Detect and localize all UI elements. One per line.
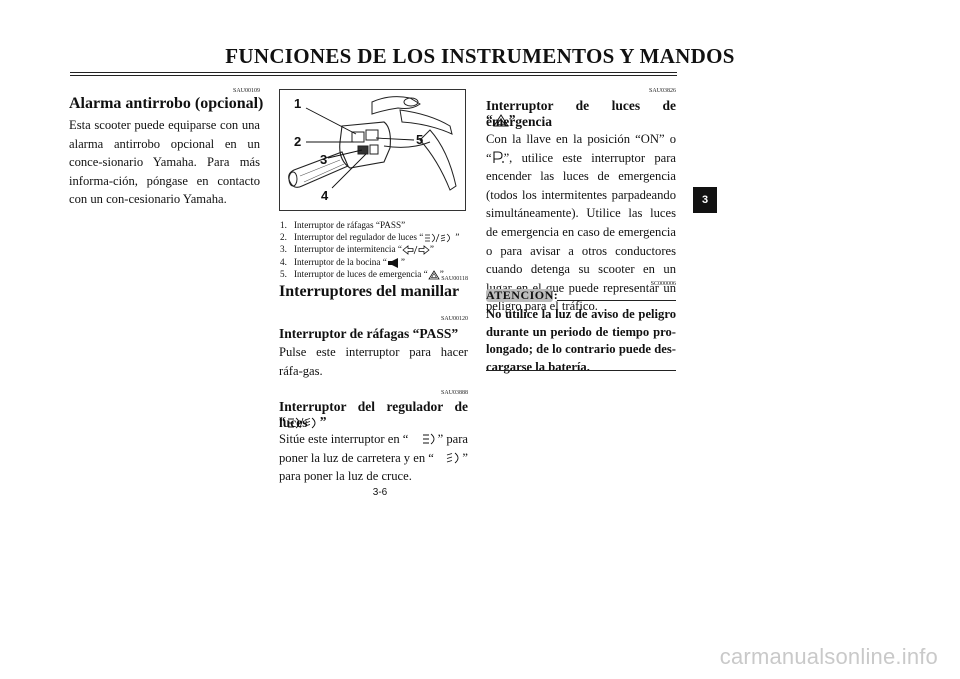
section-heading-handlebar: Interruptores del manillar — [279, 283, 460, 300]
figure-captions: 1.Interruptor de ráfagas “PASS” 2.Interr… — [280, 219, 470, 280]
chapter-tab[interactable]: 3 — [693, 187, 717, 213]
subheading-pass: Interruptor de ráfagas “PASS” — [279, 326, 459, 341]
caption-4: 4.Interruptor de la bocina “” — [280, 256, 405, 268]
alarm-body-text: Esta scooter puede equiparse con una ala… — [69, 118, 260, 207]
figure-label-2: 2 — [294, 134, 302, 149]
atencion-badge: ATENCION: — [486, 288, 559, 302]
horn-icon — [387, 257, 398, 268]
header-rule-top — [70, 72, 677, 73]
page-title: FUNCIONES DE LOS INSTRUMENTOS Y MANDOS — [225, 44, 735, 68]
section-code: SAU00118 — [441, 276, 468, 282]
caption-1: 1.Interruptor de ráfagas “PASS” — [280, 220, 406, 230]
dimmer-body-text: Sitúe este interruptor en “” para poner … — [279, 432, 468, 484]
figure-label-1: 1 — [294, 96, 302, 111]
hazard-triangle-icon — [492, 114, 509, 127]
low-beam-icon — [447, 452, 459, 464]
page-number: 3-6 — [372, 487, 388, 498]
section-code: SAU03826 — [648, 88, 676, 94]
section-heading-alarm: Alarma antirrobo (opcional) — [69, 95, 264, 112]
section-code: SAU00120 — [440, 316, 468, 322]
headlight-high-low-icon — [287, 417, 316, 429]
parking-icon — [493, 151, 504, 164]
pass-body-text: Pulse este interruptor para hacer ráfa-g… — [279, 345, 468, 378]
figure-label-5: 5 — [416, 132, 424, 147]
subheading-dimmer-icons: “” — [279, 414, 327, 429]
handlebar-illustration — [288, 96, 457, 191]
figure-label-3: 3 — [320, 152, 328, 167]
warning-bottom-rule — [486, 370, 676, 371]
caption-5: 5.Interruptor de luces de emergencia “” — [280, 268, 444, 280]
caption-3: 3.Interruptor de intermitencia “” — [280, 244, 434, 256]
high-beam-icon — [422, 433, 435, 445]
header-rule-bottom — [70, 75, 677, 76]
figure-label-4: 4 — [321, 188, 329, 203]
hazard-triangle-icon — [428, 269, 440, 280]
caption-2: 2.Interruptor del regulador de luces “” — [280, 232, 460, 243]
warning-text: No utilice la luz de aviso de peligro du… — [486, 307, 676, 374]
subheading-hazard-icon: “” — [486, 112, 516, 127]
watermark-text[interactable]: carmanualsonline.info — [719, 644, 938, 669]
section-code: SAU03888 — [440, 390, 468, 396]
turn-signal-icon — [402, 245, 430, 256]
headlight-high-low-icon — [425, 233, 451, 243]
handlebar-figure: 1 2 3 4 5 — [279, 89, 466, 211]
atencion-rule — [557, 300, 676, 301]
section-code: SAU00109 — [232, 88, 260, 94]
section-code: SC000006 — [650, 281, 676, 287]
